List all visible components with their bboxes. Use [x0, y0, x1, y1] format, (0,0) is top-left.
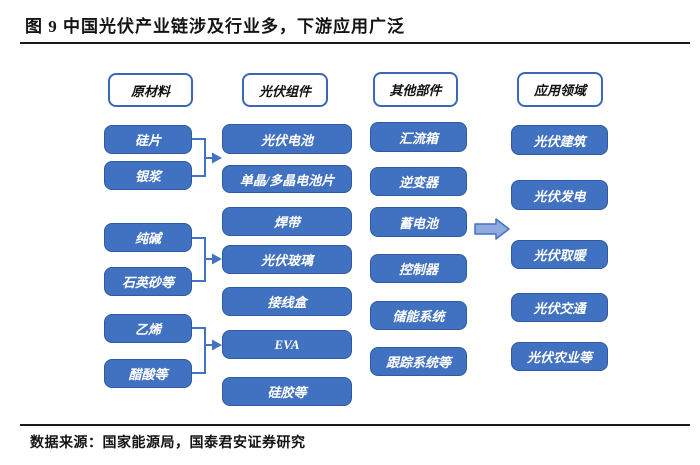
node-inverter: 逆变器: [370, 167, 467, 196]
node-controller: 控制器: [370, 254, 467, 283]
node-silicone: 硅胶等: [222, 377, 352, 406]
node-energy-storage-system: 储能系统: [370, 301, 467, 330]
node-pv-power-generation: 光伏发电: [511, 180, 608, 210]
node-ethylene: 乙烯: [104, 314, 192, 343]
node-soda-ash: 纯碱: [104, 223, 192, 252]
data-source-note: 数据来源：国家能源局，国泰君安证券研究: [30, 436, 306, 451]
node-combiner-box: 汇流箱: [370, 122, 467, 152]
connector-bracket-3: [192, 327, 206, 374]
node-pv-building: 光伏建筑: [511, 125, 608, 155]
node-quartz-sand: 石英砂等: [104, 267, 192, 296]
node-pv-agriculture: 光伏农业等: [511, 342, 608, 371]
big-right-arrow-icon: [474, 218, 510, 240]
node-pv-cell: 光伏电池: [222, 124, 352, 154]
node-mono-poly-cell: 单晶/多晶电池片: [222, 165, 352, 193]
title-underline: [20, 42, 690, 44]
node-storage-battery: 蓄电池: [370, 207, 467, 237]
connector-bracket-1: [192, 138, 206, 177]
node-acetic-acid: 醋酸等: [104, 359, 192, 388]
arrowhead-1-icon: [212, 152, 222, 164]
node-tracking-system: 跟踪系统等: [370, 347, 467, 376]
figure-title: 图 9 中国光伏产业链涉及行业多，下游应用广泛: [25, 17, 405, 36]
column-header-application-fields: 应用领域: [517, 72, 603, 107]
node-eva: EVA: [222, 330, 352, 359]
node-pv-transportation: 光伏交通: [511, 293, 608, 322]
column-header-pv-modules: 光伏组件: [242, 73, 328, 107]
node-silver-paste: 银浆: [104, 161, 192, 190]
source-divider: [20, 424, 690, 426]
connector-bracket-2: [192, 237, 206, 282]
node-pv-glass: 光伏玻璃: [222, 245, 352, 274]
arrowhead-3-icon: [212, 339, 222, 351]
node-junction-box: 接线盒: [222, 287, 352, 316]
node-pv-heating: 光伏取暖: [511, 240, 608, 269]
node-solder-ribbon: 焊带: [222, 207, 352, 236]
arrowhead-2-icon: [212, 253, 222, 265]
column-header-other-components: 其他部件: [373, 72, 458, 107]
column-header-raw-materials: 原材料: [108, 73, 193, 107]
node-silicon-wafer: 硅片: [104, 125, 192, 154]
